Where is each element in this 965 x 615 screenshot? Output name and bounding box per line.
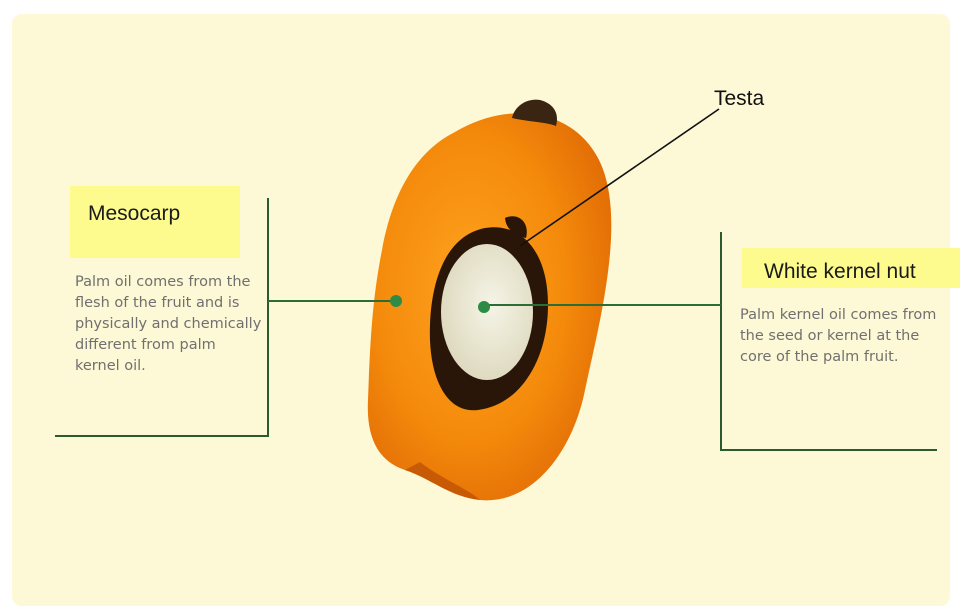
mesocarp-title: Mesocarp: [88, 202, 180, 226]
kernel-title: White kernel nut: [764, 260, 916, 284]
kernel-marker: [478, 301, 490, 313]
mesocarp-label: Mesocarp: [70, 186, 240, 258]
mesocarp-description: Palm oil comes from the flesh of the fru…: [75, 272, 265, 377]
kernel-description: Palm kernel oil comes from the seed or k…: [740, 305, 940, 368]
kernel-label: White kernel nut: [742, 248, 960, 288]
testa-label: Testa: [714, 87, 764, 111]
mesocarp-marker: [390, 295, 402, 307]
